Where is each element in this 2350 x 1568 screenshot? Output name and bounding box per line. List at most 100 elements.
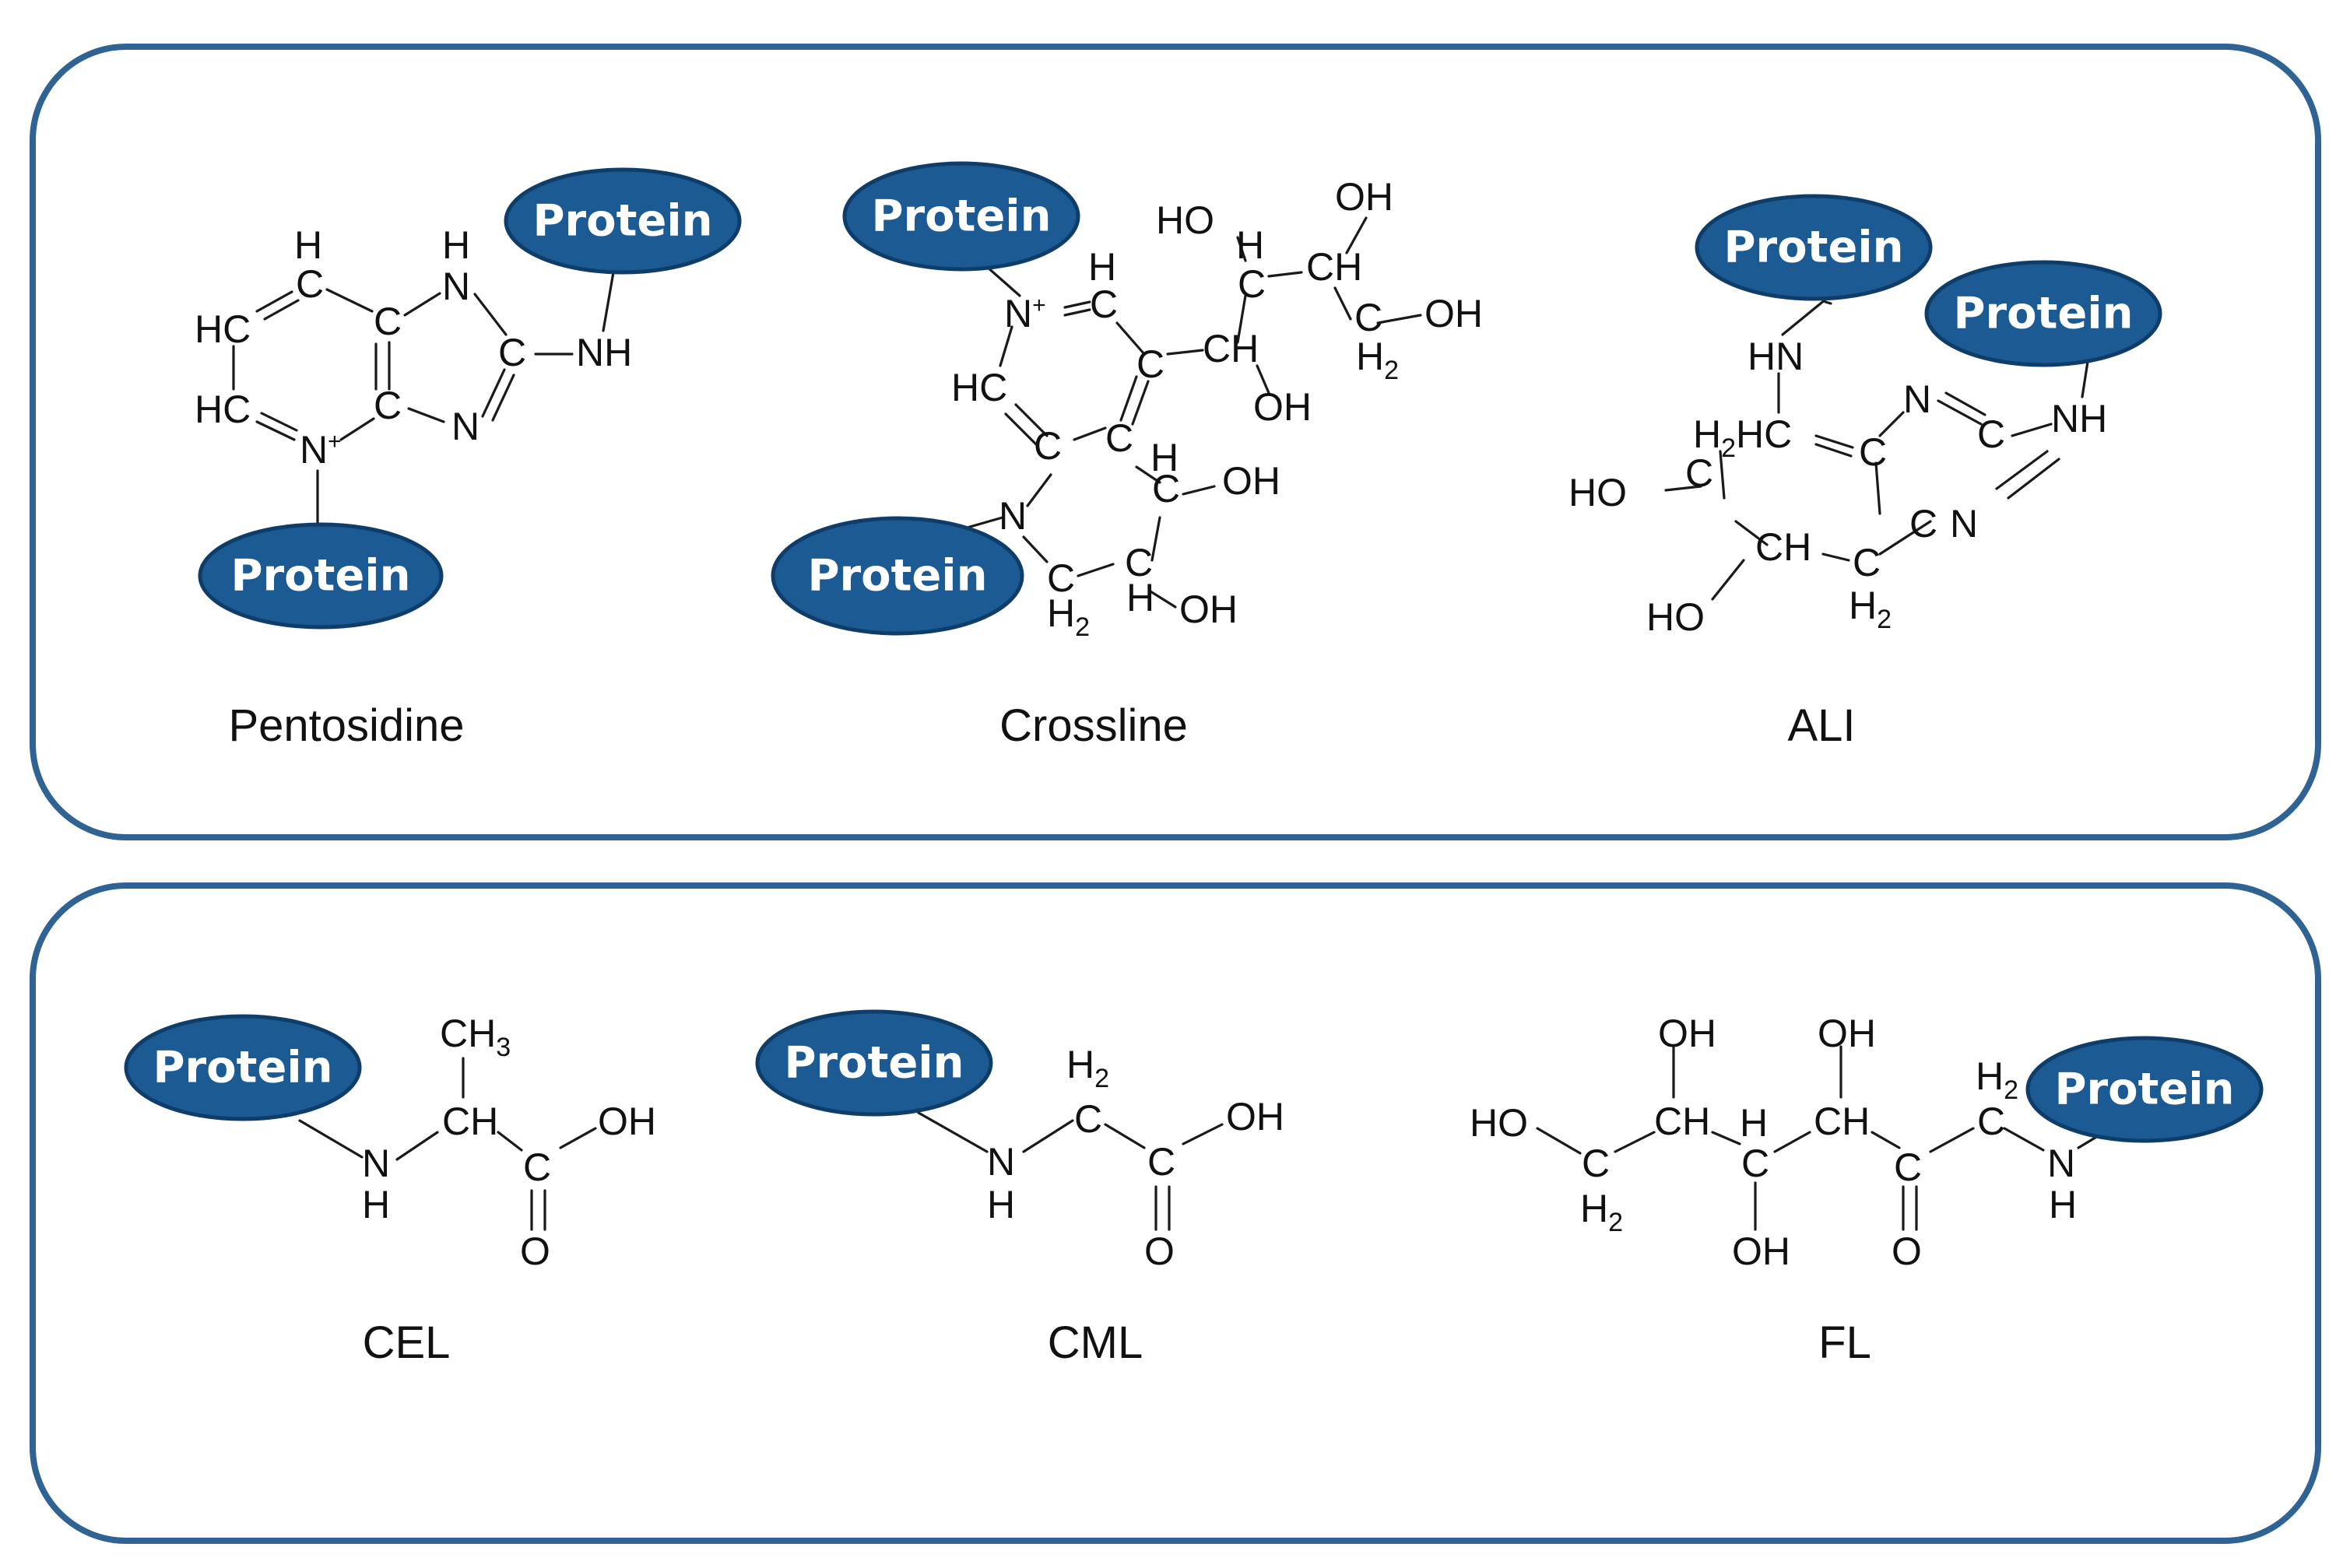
svg-text:OH: OH	[598, 1100, 656, 1143]
svg-text:C: C	[1741, 1142, 1769, 1185]
cel-structure: CH3 CH N H C OH O Protein	[124, 1012, 656, 1273]
compound-name-pentosidine: Pentosidine	[228, 700, 464, 751]
svg-text:N: N	[442, 265, 470, 308]
svg-text:OH: OH	[1226, 1095, 1284, 1138]
svg-text:H2HC: H2HC	[1693, 412, 1792, 463]
svg-text:H: H	[294, 223, 322, 267]
svg-text:C: C	[374, 300, 402, 343]
svg-text:H: H	[1088, 245, 1116, 289]
svg-text:HO: HO	[1568, 471, 1627, 514]
svg-text:C: C	[1582, 1142, 1610, 1185]
svg-text:OH: OH	[1179, 588, 1238, 631]
svg-text:OH: OH	[1222, 459, 1280, 503]
protein-node	[1695, 194, 1933, 301]
svg-text:C: C	[1685, 451, 1713, 495]
compound-name-crossline: Crossline	[999, 700, 1188, 751]
svg-text:N: N	[2047, 1142, 2075, 1185]
svg-text:C: C	[523, 1145, 551, 1189]
svg-text:C: C	[374, 384, 402, 427]
svg-text:C: C	[1074, 1097, 1102, 1141]
svg-text:C: C	[1136, 342, 1164, 386]
svg-text:C: C	[1859, 430, 1887, 474]
svg-text:CH: CH	[1203, 327, 1259, 370]
pentosidine-structure: H C HC HC C C N+ H N C NH N Protein Prot…	[195, 167, 742, 630]
protein-node	[504, 167, 742, 275]
svg-text:C: C	[1909, 502, 1937, 545]
svg-text:H: H	[1740, 1101, 1768, 1145]
crossline-structure: N+ H C HC C C C CH OH HO H C CH OH C OH …	[771, 161, 1483, 642]
svg-text:N: N	[987, 1140, 1015, 1184]
svg-text:O: O	[1144, 1229, 1175, 1273]
svg-text:H: H	[987, 1183, 1015, 1226]
svg-text:OH: OH	[1658, 1012, 1716, 1055]
protein-label: Protein	[785, 1038, 964, 1089]
svg-text:OH: OH	[1335, 175, 1393, 219]
protein-label: Protein	[808, 551, 988, 602]
svg-text:C: C	[1105, 416, 1133, 460]
cml-structure: H2 C N H C OH O Protein	[755, 1009, 1284, 1273]
svg-text:CH: CH	[1755, 525, 1811, 569]
svg-text:CH: CH	[1814, 1100, 1870, 1143]
svg-text:N: N	[1950, 502, 1978, 545]
svg-text:C: C	[1354, 296, 1382, 339]
compound-name-fl: FL	[1818, 1317, 1871, 1368]
svg-text:H: H	[362, 1183, 390, 1226]
svg-text:NH: NH	[576, 331, 632, 374]
svg-text:H2: H2	[1580, 1187, 1623, 1237]
svg-text:C: C	[1047, 556, 1075, 600]
protein-label: Protein	[872, 191, 1052, 242]
svg-text:OH: OH	[1253, 385, 1312, 429]
svg-text:C: C	[498, 331, 526, 374]
svg-text:H: H	[1126, 576, 1154, 619]
compound-name-ali: ALI	[1787, 700, 1855, 751]
protein-node	[198, 522, 444, 630]
ali-structure: HN H2HC C N C NH N C C H2 CH C HO HO Pro…	[1568, 194, 2162, 639]
svg-text:H: H	[2049, 1183, 2077, 1226]
protein-label: Protein	[1954, 289, 2134, 339]
svg-text:HO: HO	[1156, 198, 1214, 242]
svg-text:N: N	[999, 494, 1027, 538]
svg-text:C: C	[1034, 424, 1062, 468]
svg-text:HO: HO	[1470, 1101, 1528, 1145]
svg-text:H: H	[1150, 436, 1179, 479]
protein-label: Protein	[1724, 223, 1904, 273]
protein-node	[755, 1009, 993, 1117]
svg-text:NH: NH	[2051, 397, 2107, 440]
protein-node	[124, 1014, 362, 1121]
svg-text:C: C	[1147, 1140, 1175, 1184]
protein-node	[771, 516, 1024, 636]
svg-text:C: C	[1152, 467, 1180, 510]
svg-text:O: O	[1892, 1229, 1922, 1273]
compound-name-cml: CML	[1048, 1317, 1143, 1368]
svg-text:CH: CH	[442, 1100, 498, 1143]
svg-text:CH: CH	[1654, 1100, 1710, 1143]
protein-label: Protein	[153, 1043, 333, 1093]
svg-text:C: C	[1977, 412, 2005, 456]
svg-text:C: C	[1853, 541, 1881, 584]
svg-text:C: C	[1894, 1145, 1922, 1189]
svg-text:C: C	[296, 262, 324, 306]
svg-text:HN: HN	[1748, 335, 1804, 378]
svg-text:O: O	[520, 1229, 550, 1273]
protein-node	[842, 161, 1080, 272]
svg-text:OH: OH	[1732, 1229, 1790, 1273]
svg-text:OH: OH	[1424, 292, 1483, 335]
protein-label: Protein	[231, 551, 411, 602]
protein-label: Protein	[533, 196, 713, 247]
svg-text:N: N	[1903, 377, 1931, 421]
protein-node	[1924, 260, 2162, 367]
svg-text:CH: CH	[1306, 245, 1362, 289]
svg-text:N: N	[451, 405, 479, 448]
compound-name-cel: CEL	[363, 1317, 451, 1368]
protein-label: Protein	[2055, 1065, 2235, 1115]
svg-text:H2: H2	[1066, 1043, 1109, 1093]
svg-text:H: H	[1236, 223, 1264, 267]
bottom-panel	[30, 882, 2321, 1544]
svg-text:C: C	[1977, 1100, 2005, 1143]
svg-text:HO: HO	[1646, 595, 1705, 639]
svg-text:HC: HC	[951, 366, 1007, 409]
svg-text:C: C	[1238, 262, 1266, 306]
svg-text:C: C	[1090, 282, 1118, 326]
